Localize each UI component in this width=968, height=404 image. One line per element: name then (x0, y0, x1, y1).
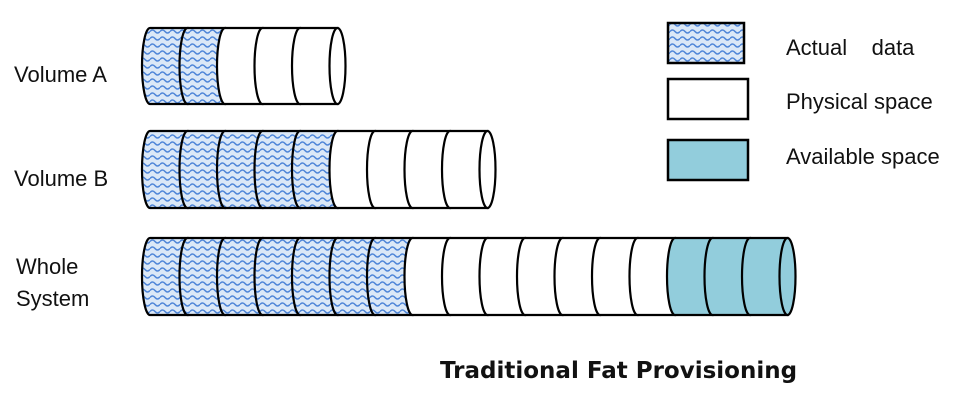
segment-data (215, 129, 264, 210)
cylinder-end-cap (328, 26, 347, 106)
segment-physical (215, 26, 264, 106)
legend-label-physical-space: Physical space (786, 89, 933, 114)
row-label-volume-a: Volume A (14, 62, 107, 87)
segment-data (140, 129, 189, 210)
segment-data (290, 236, 339, 317)
diagram-title: Traditional Fat Provisioning (440, 358, 797, 384)
segment-physical (628, 236, 677, 317)
segment-physical (365, 129, 414, 210)
segment-physical (590, 236, 639, 317)
segment-physical (440, 236, 489, 317)
segment-available (740, 236, 789, 317)
legend-swatch-available-space (666, 138, 750, 182)
row-label-line: System (16, 286, 89, 311)
segment-data (215, 236, 264, 317)
row-volume-b: Volume B (14, 129, 497, 210)
row-label-line: Volume B (14, 166, 108, 191)
segment-data (290, 129, 339, 210)
segment-data (328, 236, 377, 317)
segment-data (253, 236, 302, 317)
segment-data (178, 236, 227, 317)
segment-physical (553, 236, 602, 317)
segment-physical (290, 26, 339, 106)
row-label-volume-b: Volume B (14, 166, 108, 191)
segment-data (365, 236, 414, 317)
segment-physical (403, 236, 452, 317)
cylinder-end-cap (478, 129, 497, 210)
cylinder-end-cap (778, 236, 797, 317)
segment-available (665, 236, 714, 317)
segment-data (140, 236, 189, 317)
segment-available (703, 236, 752, 317)
segment-physical (478, 236, 527, 317)
legend-swatch-actual-data (666, 21, 746, 65)
row-label-line: Volume A (14, 62, 107, 87)
segment-physical (440, 129, 489, 210)
segment-data (140, 26, 189, 106)
segment-physical (328, 129, 377, 210)
segment-physical (403, 129, 452, 210)
segment-physical (253, 26, 302, 106)
segment-physical (515, 236, 564, 317)
legend-label-available-space: Available space (786, 144, 940, 169)
segment-data (253, 129, 302, 210)
segment-data (178, 129, 227, 210)
row-label-line: Whole (16, 254, 78, 279)
segment-data (178, 26, 227, 106)
legend-label-actual-data: Actual data (786, 35, 915, 60)
legend-swatch-physical-space (666, 77, 750, 121)
legend: Actual data Physical space Available spa… (666, 21, 940, 182)
row-volume-a: Volume A (14, 26, 347, 106)
